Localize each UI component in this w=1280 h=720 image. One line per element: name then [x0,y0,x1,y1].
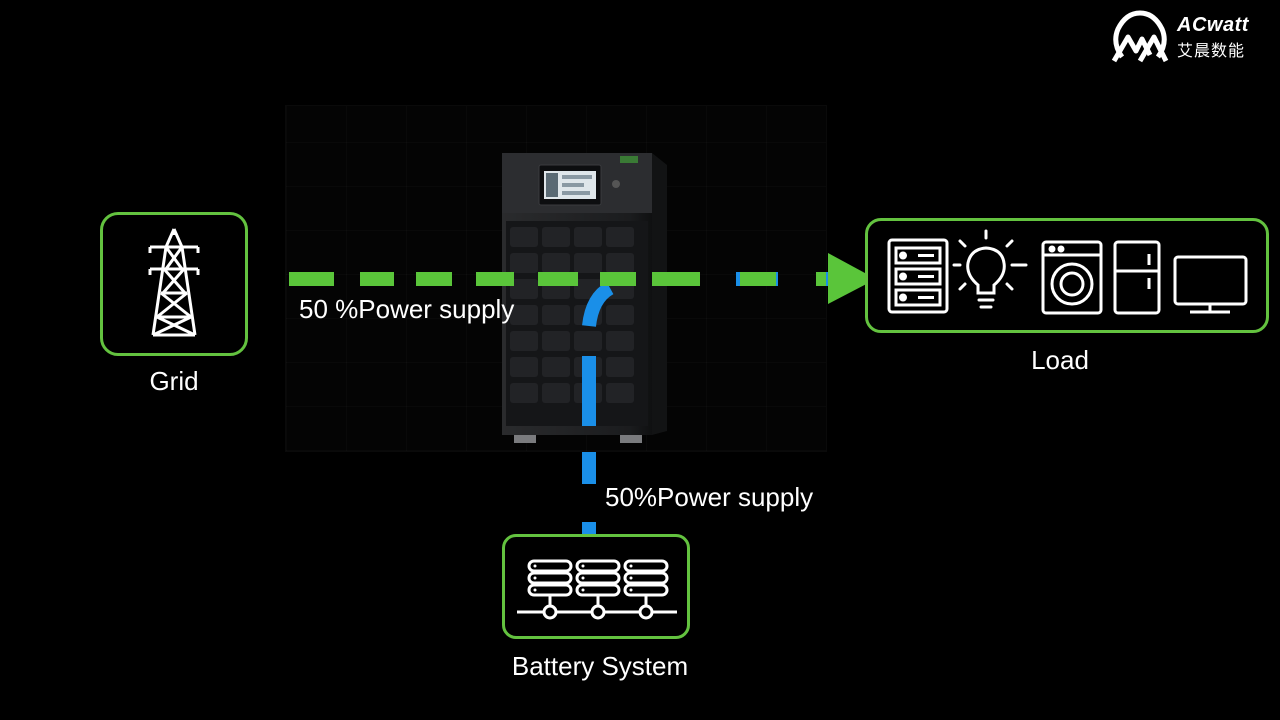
logo-brand-text: ACwatt [1177,14,1249,36]
washing-machine-icon [1041,240,1103,315]
transmission-tower-icon [148,228,200,337]
logo-brand-text-cn: 艾晨数能 [1177,43,1246,60]
grid-node [100,212,248,356]
battery-node [502,534,690,639]
server-rack-icon [887,238,949,314]
grid-flow-label: 50 %Power supply [299,294,515,324]
load-node [865,218,1269,333]
monitor-icon [1173,255,1248,314]
battery-flow-label: 50%Power supply [605,482,814,512]
ups-cabinet [502,153,667,443]
grid-label: Grid [149,366,199,396]
refrigerator-icon [1113,240,1161,315]
acwatt-logo-icon [1111,10,1169,63]
light-bulb-icon [952,229,1028,309]
load-label: Load [1031,345,1089,375]
battery-label: Battery System [511,651,689,681]
load-icons [887,229,1248,315]
battery-rack-icon [517,559,677,620]
